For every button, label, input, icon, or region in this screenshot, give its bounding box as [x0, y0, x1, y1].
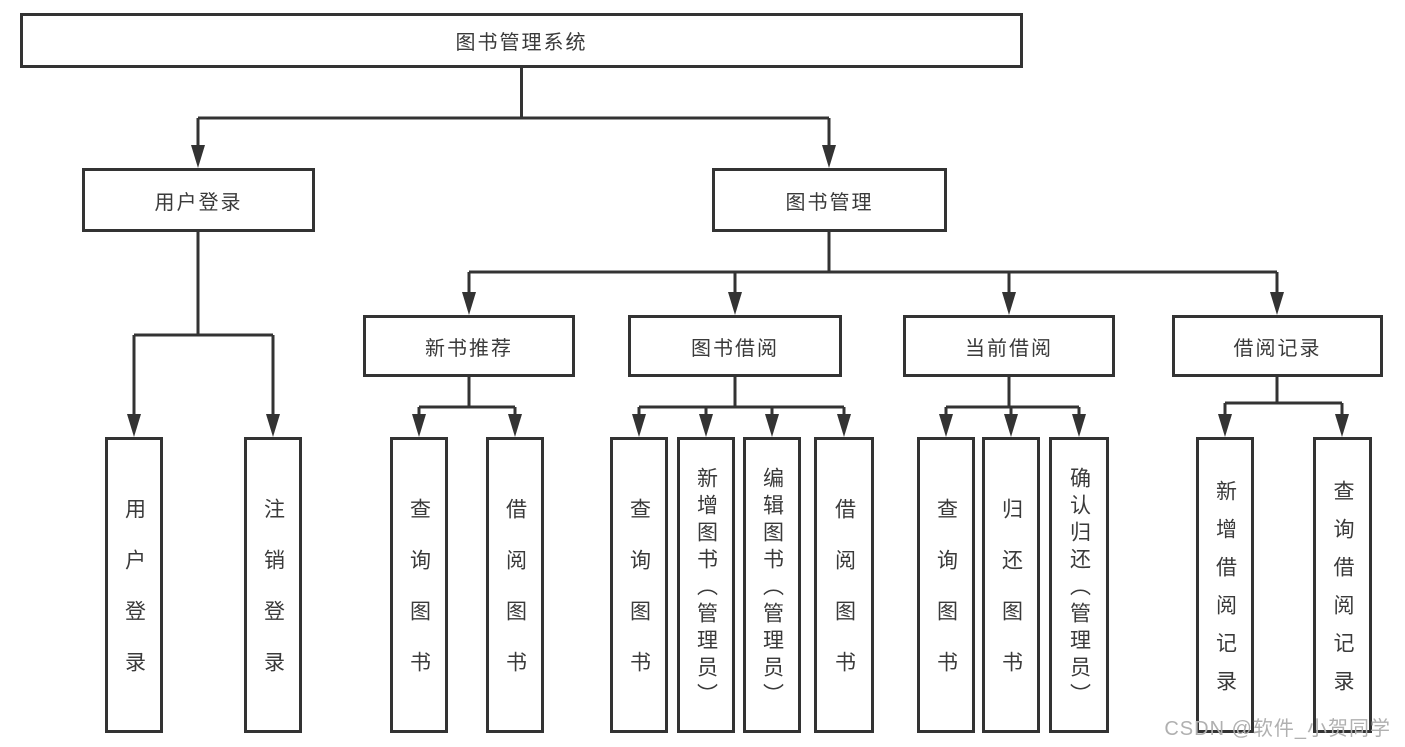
leaf-label: 查询借阅记录 [1331, 479, 1354, 708]
connector-borrow-record [1223, 377, 1344, 420]
node-borrow-record: 借阅记录 [1172, 315, 1383, 377]
connector-root [196, 68, 831, 150]
leaf-label: 查询图书 [934, 498, 958, 702]
leaf-label: 注销登录 [261, 498, 285, 702]
leaf-label: 借阅图书 [503, 498, 527, 702]
arrow-icon [939, 414, 953, 437]
connector-user-login [132, 232, 275, 420]
arrow-icon [822, 145, 836, 168]
connector-current-borrow [944, 377, 1081, 420]
leaf-label: 查询图书 [627, 498, 651, 702]
node-root-system: 图书管理系统 [20, 13, 1023, 68]
node-leaf-query-borrow-record: 查询借阅记录 [1313, 437, 1372, 733]
arrow-icon [1218, 414, 1232, 437]
node-leaf-add-books-admin: 新增图书（管理员） [677, 437, 735, 733]
leaf-label: 用户登录 [122, 498, 146, 702]
arrow-icon [1335, 414, 1349, 437]
node-leaf-borrow-books-recommend: 借阅图书 [486, 437, 544, 733]
leaf-label: 借阅图书 [832, 498, 856, 702]
node-leaf-add-borrow-record: 新增借阅记录 [1196, 437, 1254, 733]
node-leaf-confirm-return-admin: 确认归还（管理员） [1049, 437, 1109, 733]
arrow-icon [1002, 292, 1016, 315]
node-leaf-query-books-current: 查询图书 [917, 437, 975, 733]
arrow-icon [508, 414, 522, 437]
leaf-label: 新增借阅记录 [1213, 479, 1237, 708]
node-book-borrow-label: 图书借阅 [691, 337, 779, 360]
connector-book-mgmt [467, 232, 1279, 298]
connector-book-borrow [637, 377, 846, 420]
node-leaf-edit-books-admin: 编辑图书（管理员） [743, 437, 801, 733]
node-book-management-label: 图书管理 [785, 191, 874, 214]
node-user-login-label: 用户登录 [154, 191, 243, 214]
arrow-icon [632, 414, 646, 437]
leaf-label: 归还图书 [999, 498, 1023, 702]
arrow-icon [728, 292, 742, 315]
node-root-label: 图书管理系统 [455, 32, 588, 54]
arrow-icon [412, 414, 426, 437]
arrow-icon [837, 414, 851, 437]
connector-new-book [417, 377, 517, 420]
arrow-icon [765, 414, 779, 437]
node-borrow-record-label: 借阅记录 [1233, 337, 1322, 360]
arrow-icon [266, 414, 280, 437]
node-current-borrow: 当前借阅 [903, 315, 1115, 377]
arrow-icon [1072, 414, 1086, 437]
node-new-book-recommend-label: 新书推荐 [425, 337, 513, 360]
arrow-icon [127, 414, 141, 437]
arrow-icon [1270, 292, 1284, 315]
node-current-borrow-label: 当前借阅 [965, 337, 1053, 360]
arrow-icon [1004, 414, 1018, 437]
arrow-icon [191, 145, 205, 168]
leaf-label: 查询图书 [407, 498, 431, 702]
arrowheads [127, 145, 1349, 437]
node-leaf-logout: 注销登录 [244, 437, 302, 733]
leaf-label: 新增图书（管理员） [694, 466, 718, 710]
node-new-book-recommend: 新书推荐 [363, 315, 575, 377]
node-leaf-query-books-borrow: 查询图书 [610, 437, 668, 733]
node-leaf-user-login: 用户登录 [105, 437, 163, 733]
watermark: CSDN @软件_小贺同学 [1164, 718, 1391, 740]
node-book-management: 图书管理 [712, 168, 947, 232]
node-user-login: 用户登录 [82, 168, 315, 232]
node-leaf-borrow-books: 借阅图书 [814, 437, 874, 733]
leaf-label: 编辑图书（管理员） [760, 466, 784, 710]
node-leaf-return-books: 归还图书 [982, 437, 1040, 733]
node-leaf-query-books-recommend: 查询图书 [390, 437, 448, 733]
arrow-icon [699, 414, 713, 437]
leaf-label: 确认归还（管理员） [1067, 466, 1091, 710]
arrow-icon [462, 292, 476, 315]
node-book-borrow: 图书借阅 [628, 315, 842, 377]
